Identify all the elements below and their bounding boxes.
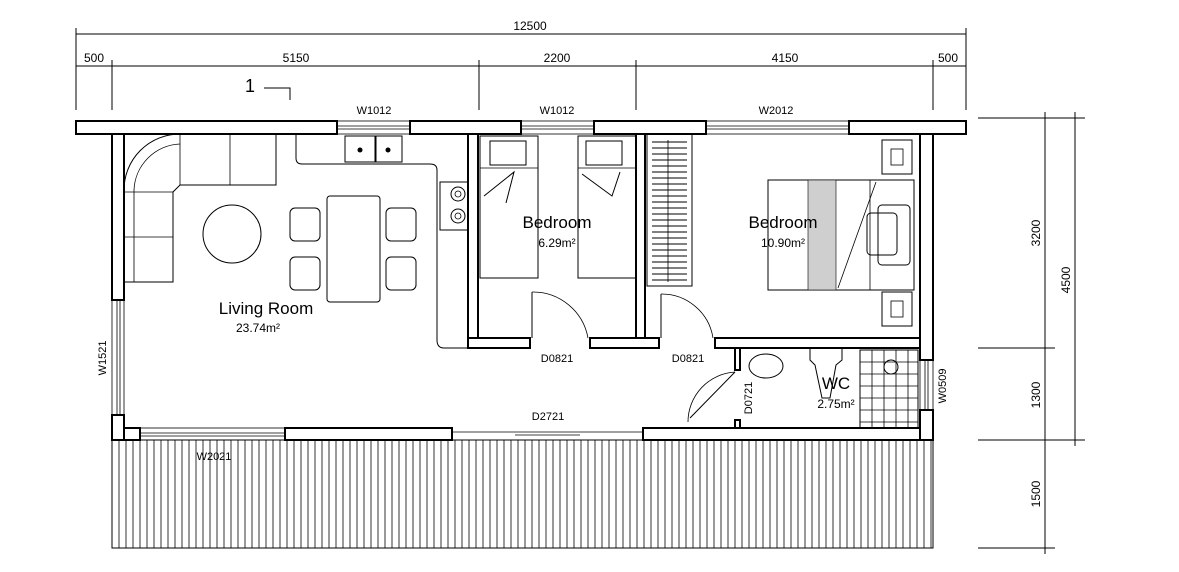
dim-segment: 1300	[1029, 381, 1043, 408]
living-furniture: Living Room 23.74m²	[123, 133, 469, 349]
sink	[344, 135, 376, 163]
deck	[111, 439, 934, 549]
dim-segment: 1500	[1029, 480, 1043, 507]
window-label: W2012	[759, 105, 794, 117]
room-area: 2.75m²	[817, 397, 854, 411]
coffee-table	[202, 204, 262, 264]
wc: WC 2.75m²	[748, 347, 919, 429]
double-bed	[767, 179, 915, 291]
top-dimensions: 12500 500 5150 2200 4150 500	[75, 19, 967, 110]
dim-total-depth: 4500	[1059, 266, 1073, 293]
dim-segment: 4150	[772, 51, 799, 65]
doors: D0821 D0821 D2721 D0721	[531, 291, 755, 423]
dim-segment: 500	[84, 51, 104, 65]
bedroom-2: Bedroom 10.90m²	[646, 133, 915, 327]
dim-segment: 2200	[544, 51, 571, 65]
window-label: W2021	[197, 451, 232, 463]
stove	[439, 181, 469, 231]
window-label: W1521	[97, 341, 109, 376]
wardrobe	[646, 133, 693, 287]
windows: W1012 W1012 W2012 W1521 W2021 W0509	[97, 105, 949, 463]
window-label: W0509	[937, 369, 949, 404]
room-name: Living Room	[219, 299, 314, 318]
room-name: Bedroom	[749, 213, 818, 232]
window-label: W1012	[540, 105, 575, 117]
room-area: 6.29m²	[538, 236, 575, 250]
toilet	[809, 347, 843, 399]
right-dimensions: 3200 1300 1500 4500	[978, 112, 1085, 554]
room-name: Bedroom	[523, 213, 592, 232]
section-marker-label: 1	[245, 76, 255, 96]
dim-total-width: 12500	[513, 19, 547, 33]
door-label: D0721	[743, 382, 755, 414]
dim-segment: 3200	[1029, 219, 1043, 246]
door-label: D0821	[541, 353, 573, 365]
dining-table	[326, 195, 381, 303]
bedroom-1: Bedroom 6.29m²	[479, 135, 637, 279]
washbasin	[748, 353, 784, 379]
room-area: 23.74m²	[236, 321, 280, 335]
room-area: 10.90m²	[761, 236, 805, 250]
door-label: D2721	[532, 411, 564, 423]
window-label: W1012	[357, 105, 392, 117]
dim-segment: 500	[938, 51, 958, 65]
dim-segment: 5150	[283, 51, 310, 65]
section-marker: 1	[245, 76, 291, 100]
door-label: D0821	[672, 353, 704, 365]
shower	[859, 349, 919, 429]
room-name: WC	[822, 374, 850, 393]
